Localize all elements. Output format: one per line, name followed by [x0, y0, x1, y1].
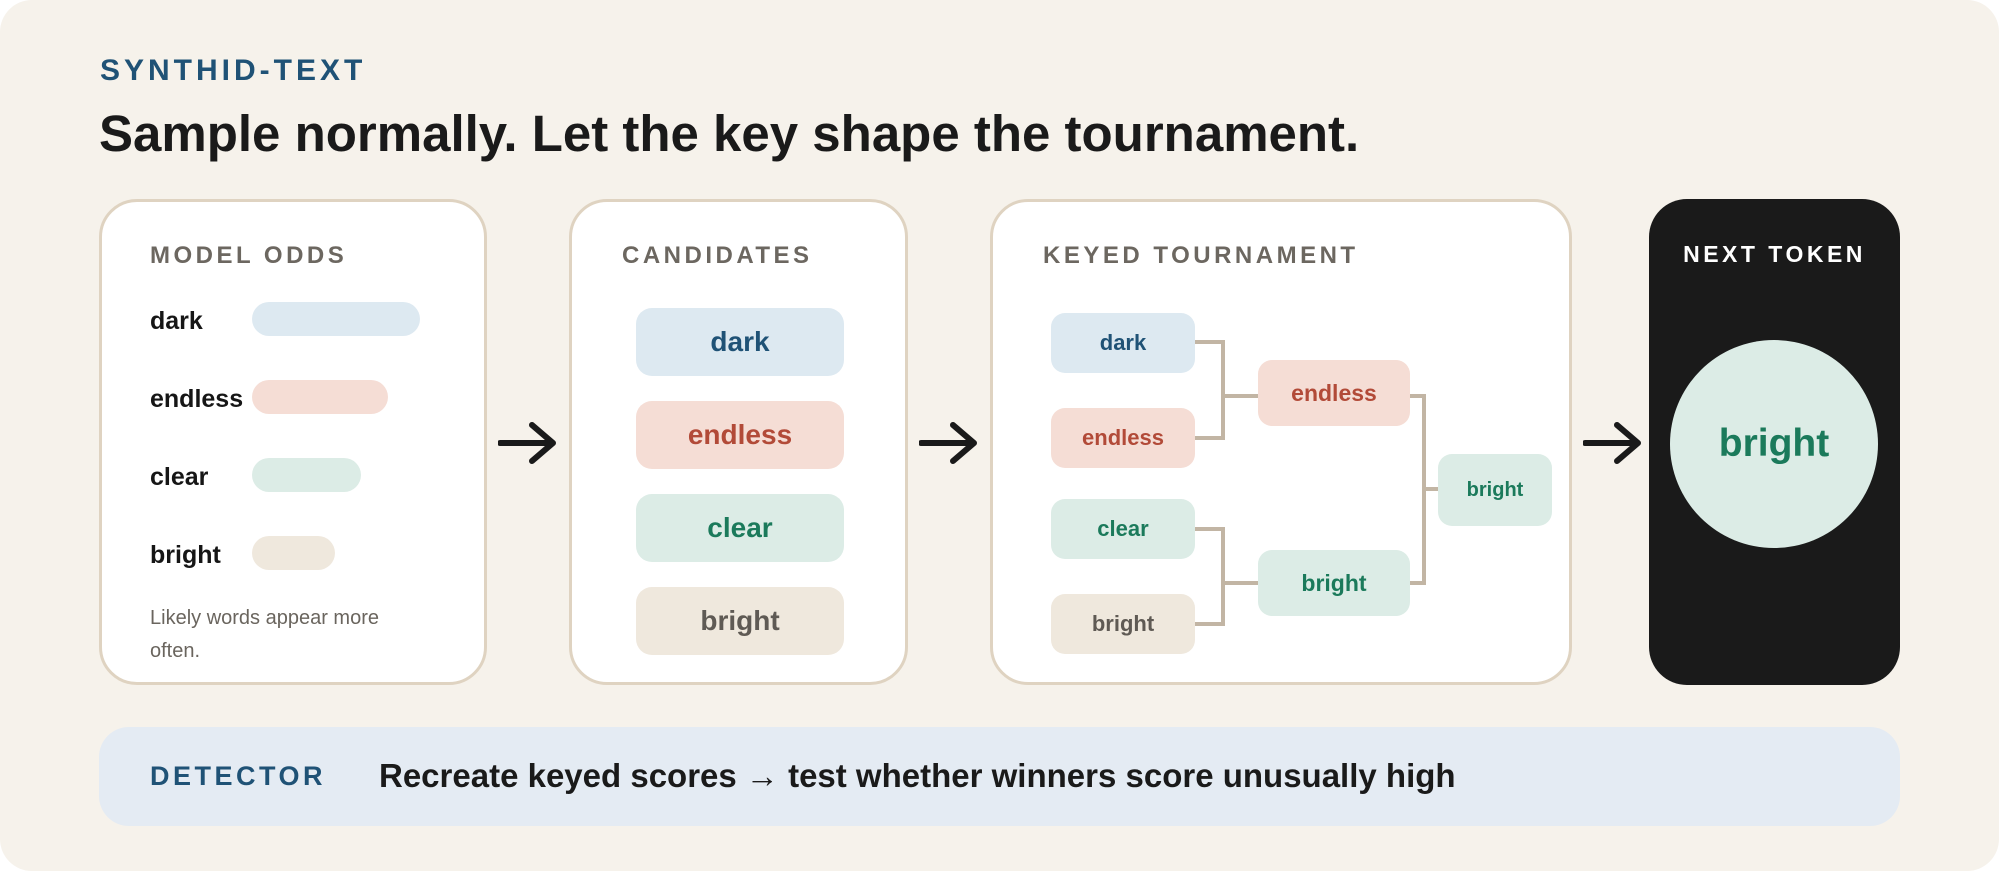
bracket-r1-endless: endless — [1051, 408, 1195, 468]
candidates-title: CANDIDATES — [622, 242, 813, 269]
tournament-panel: KEYED TOURNAMENT dark endless clear brig… — [990, 199, 1572, 685]
eyebrow-label: SYNTHID-TEXT — [100, 54, 367, 87]
arrow-right-icon — [1583, 422, 1641, 464]
detector-bar: DETECTOR Recreate keyed scores → test wh… — [99, 727, 1900, 826]
next-token-panel: NEXT TOKEN bright — [1649, 199, 1900, 685]
odds-label-clear: clear — [150, 463, 209, 491]
odds-label-endless: endless — [150, 385, 244, 413]
model-odds-title: MODEL ODDS — [150, 242, 348, 269]
bracket-r1-dark: dark — [1051, 313, 1195, 373]
odds-bar-clear — [252, 458, 361, 492]
candidate-endless: endless — [636, 401, 844, 469]
candidate-bright: bright — [636, 587, 844, 655]
headline: Sample normally. Let the key shape the t… — [99, 105, 1360, 162]
odds-bar-bright — [252, 536, 335, 570]
next-token-title: NEXT TOKEN — [1683, 241, 1866, 267]
bracket-r2-endless: endless — [1258, 360, 1410, 426]
candidate-clear: clear — [636, 494, 844, 562]
bracket-connectors — [1195, 340, 1438, 626]
odds-note: Likely words appear more often. — [150, 607, 379, 662]
arrow-right-icon — [919, 422, 977, 464]
bracket-r1-clear: clear — [1051, 499, 1195, 559]
bracket-r1-bright: bright — [1051, 594, 1195, 654]
arrow-right-icon — [498, 422, 556, 464]
odds-label-dark: dark — [150, 307, 203, 335]
odds-bar-dark — [252, 302, 420, 336]
detector-label: DETECTOR — [150, 761, 327, 791]
candidates-panel: CANDIDATES dark endless clear bright — [569, 199, 908, 685]
model-odds-panel: MODEL ODDS dark endless clear bright Lik… — [99, 199, 487, 685]
detector-text: Recreate keyed scores → test whether win… — [379, 757, 1456, 794]
bracket-winner: bright — [1438, 454, 1552, 526]
bracket-r2-bright: bright — [1258, 550, 1410, 616]
odds-bar-endless — [252, 380, 388, 414]
tournament-title: KEYED TOURNAMENT — [1043, 242, 1359, 269]
odds-label-bright: bright — [150, 541, 221, 569]
candidate-dark: dark — [636, 308, 844, 376]
next-token-value: bright — [1670, 340, 1878, 548]
